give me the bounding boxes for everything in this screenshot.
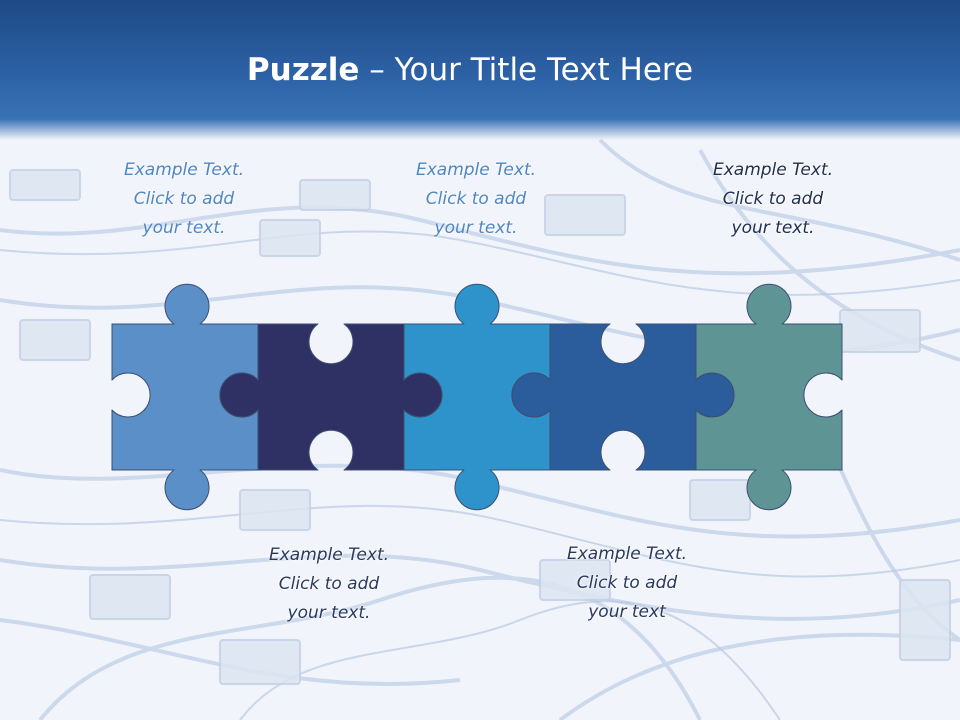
note-2-line-3: your text.: [434, 218, 518, 238]
note-4-line-2: Click to add: [278, 574, 380, 594]
text-note-3[interactable]: Example Text. Click to add your text.: [683, 156, 863, 243]
text-note-1[interactable]: Example Text. Click to add your text.: [94, 156, 274, 243]
title-bold: Puzzle: [246, 52, 360, 88]
note-3-line-3: your text.: [731, 218, 815, 238]
text-note-2[interactable]: Example Text. Click to add your text.: [386, 156, 566, 243]
header-band: [0, 0, 960, 140]
note-2-line-2: Click to add: [425, 189, 527, 209]
note-5-line-2: Click to add: [576, 573, 678, 593]
puzzle-piece-5[interactable]: [695, 283, 843, 511]
note-4-line-3: your text.: [287, 603, 371, 623]
note-1-line-1: Example Text.: [123, 160, 245, 180]
text-note-4[interactable]: Example Text. Click to add your text.: [239, 541, 419, 628]
note-3-line-1: Example Text.: [712, 160, 834, 180]
slide-title[interactable]: Puzzle – Your Title Text Here: [0, 50, 940, 90]
note-1-line-3: your text.: [142, 218, 226, 238]
note-2-line-1: Example Text.: [415, 160, 537, 180]
note-5-line-3: your text: [588, 602, 666, 622]
text-note-5[interactable]: Example Text. Click to add your text: [537, 540, 717, 627]
note-3-line-2: Click to add: [722, 189, 824, 209]
note-5-line-1: Example Text.: [566, 544, 688, 564]
note-1-line-2: Click to add: [133, 189, 235, 209]
note-4-line-1: Example Text.: [268, 545, 390, 565]
title-rest: – Your Title Text Here: [359, 52, 694, 88]
